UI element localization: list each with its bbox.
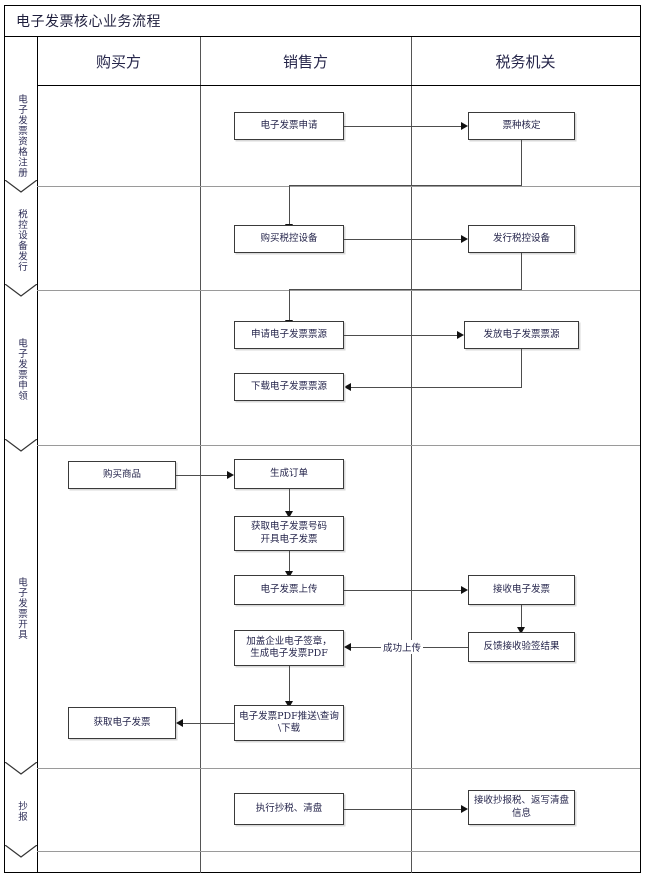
edge-grant-to-download-arrowhead-icon [344,383,351,391]
edge-upload-to-receive [344,590,461,591]
edge-report-to-receive-arrowhead-icon [461,805,468,813]
edge-push-to-getinvoice-arrowhead-icon [176,719,183,727]
stage-chevron-3-icon [5,439,37,452]
lane-divider-buyer-seller [200,37,201,873]
edge-approve-down [521,140,522,185]
node-apply-source[interactable]: 申请电子发票票源 [234,321,344,349]
edge-receive-to-feedback [521,605,522,629]
edge-sign-to-push-arrowhead-icon [285,701,293,708]
column-header-seller-label: 销售方 [282,52,328,71]
stage-label-device: 税控设备发行 [5,190,37,290]
edge-applysrc-to-grant [344,335,457,336]
edge-issuedev-to-source [289,289,290,321]
node-download-source[interactable]: 下载电子发票票源 [234,373,344,401]
stage-label-report-text: 抄报 [16,801,27,822]
stage-label-apply-text: 电子发票申领 [16,338,27,401]
row-divider-1 [37,186,640,187]
node-create-order[interactable]: 生成订单 [234,459,344,489]
edge-issuedev-left [289,289,522,290]
stage-label-apply: 电子发票申领 [5,294,37,445]
edge-push-to-getinvoice [183,723,234,724]
edge-applysrc-to-grant-arrowhead-icon [457,331,464,339]
lane-divider-seller-tax [411,37,412,873]
column-header-tax-label: 税务机关 [495,52,556,71]
stage-label-device-text: 税控设备发行 [16,208,27,272]
row-divider-4 [37,768,640,769]
column-header-tax: 税务机关 [411,37,640,85]
node-get-number[interactable]: 获取电子发票号码 开具电子发票 [234,516,344,551]
node-sign-pdf[interactable]: 加盖企业电子签章， 生成电子发票PDF [234,630,344,666]
row-divider-2 [37,290,640,291]
edge-goods-to-order [176,475,227,476]
column-header-seller: 销售方 [200,37,411,85]
stage-label-report: 抄报 [5,772,37,851]
stage-label-issue-text: 电子发票开具 [16,577,27,640]
node-sign-pdf-label: 加盖企业电子签章， 生成电子发票PDF [246,635,332,660]
row-divider-3 [37,445,640,446]
node-upload[interactable]: 电子发票上传 [234,575,344,605]
row-divider-5 [37,851,640,852]
stage-chevron-5-icon [5,845,37,858]
edge-number-to-upload-arrowhead-icon [285,571,293,578]
edge-approve-to-device [289,185,290,225]
column-header-buyer: 购买方 [37,37,200,85]
edge-goods-to-order-arrowhead-icon [227,471,234,479]
node-buy-device[interactable]: 购买税控设备 [234,225,344,253]
stage-chevron-1-icon [5,180,37,193]
lane-divider-stage [37,37,38,873]
edge-device-to-issue-arrowhead-icon [461,235,468,243]
edge-issuedev-down [521,253,522,289]
edge-number-to-upload [289,551,290,573]
node-receive-report-label: 接收抄报税、返写清盘 信息 [473,795,569,819]
stage-chevron-2-icon [5,284,37,297]
edge-feedback-to-sign-arrowhead-icon [344,643,351,651]
edge-grant-to-download [351,387,522,388]
stage-chevron-4-icon [5,762,37,775]
edge-label-upload-success: 成功上传 [381,640,424,654]
node-push-pdf[interactable]: 电子发票PDF推送\查询 \下载 [234,705,344,741]
stage-label-issue: 电子发票开具 [5,449,37,768]
node-ticket-approve[interactable]: 票种核定 [468,112,575,140]
node-receive-invoice[interactable]: 接收电子发票 [468,575,575,605]
node-buy-goods[interactable]: 购买商品 [68,461,176,489]
edge-order-to-number [289,489,290,513]
stage-label-register: 电子发票资格注册 [5,86,37,186]
edge-grant-down [521,349,522,387]
node-get-number-label: 获取电子发票号码 开具电子发票 [250,521,327,545]
edge-apply-to-approve [344,126,461,127]
node-grant-source[interactable]: 发放电子发票票源 [464,321,579,349]
edge-report-to-receive [344,809,461,810]
diagram-outer-frame [4,5,641,873]
edge-apply-to-approve-arrowhead-icon [461,122,468,130]
edge-device-to-issue [344,239,461,240]
row-divider-header [37,85,640,86]
page-title: 电子发票核心业务流程 [16,14,161,30]
node-einvoice-apply[interactable]: 电子发票申请 [234,112,344,140]
edge-order-to-number-arrowhead-icon [285,511,293,518]
stage-label-register-text: 电子发票资格注册 [16,94,27,178]
edge-sign-to-push [289,666,290,703]
edge-receive-to-feedback-arrowhead-icon [517,627,525,634]
node-issue-device[interactable]: 发行税控设备 [468,225,575,253]
node-push-pdf-label: 电子发票PDF推送\查询 \下载 [239,710,339,735]
node-do-report[interactable]: 执行抄税、清盘 [234,793,344,825]
node-get-invoice[interactable]: 获取电子发票 [68,707,176,739]
edge-approve-left [289,185,522,186]
node-receive-report[interactable]: 接收抄报税、返写清盘 信息 [468,790,575,825]
node-feedback[interactable]: 反馈接收验签结果 [468,632,575,662]
diagram-title-bar: 电子发票核心业务流程 [5,6,640,37]
edge-upload-to-receive-arrowhead-icon [461,586,468,594]
column-header-buyer-label: 购买方 [95,52,141,71]
